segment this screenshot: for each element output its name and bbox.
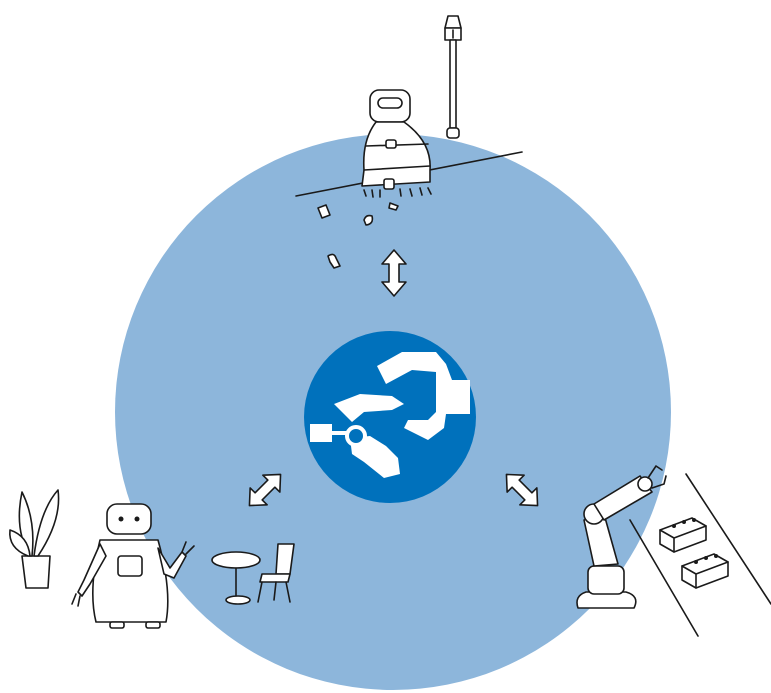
- potted-plant-icon: [10, 490, 59, 588]
- robot-arm-gripper-logo-icon: [304, 331, 476, 503]
- street-lamp-icon: [445, 16, 461, 138]
